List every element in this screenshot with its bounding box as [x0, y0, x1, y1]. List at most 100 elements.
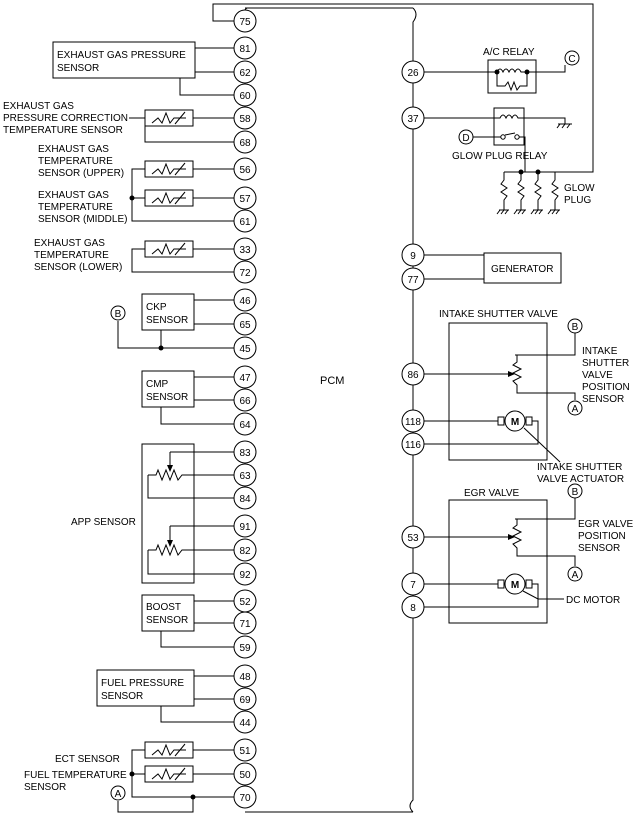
pin-45: 45 — [233, 336, 257, 360]
pin-82: 82 — [233, 538, 257, 562]
fuel-temperature-sensor: FUEL TEMPERATURE SENSOR A — [24, 749, 234, 813]
svg-text:INTAKE SHUTTER VALVE: INTAKE SHUTTER VALVE — [439, 309, 558, 320]
pin-75: 75 — [233, 9, 257, 33]
exhaust-gas-temperature-sensor-middle: EXHAUST GAS TEMPERATURE SENSOR (MIDDLE) — [38, 168, 234, 225]
svg-text:BOOST: BOOST — [146, 602, 181, 613]
svg-text:PRESSURE CORRECTION: PRESSURE CORRECTION — [3, 113, 128, 124]
pin-62: 62 — [233, 60, 257, 84]
svg-text:59: 59 — [239, 643, 251, 654]
svg-text:TEMPERATURE: TEMPERATURE — [34, 250, 109, 261]
connector-b-isv: B — [572, 322, 579, 333]
right-pin-column: 26 37 9 77 86 118 116 53 7 8 — [401, 60, 425, 619]
svg-text:52: 52 — [239, 597, 251, 608]
svg-text:37: 37 — [407, 114, 419, 125]
svg-text:45: 45 — [239, 344, 251, 355]
pin-60: 60 — [233, 83, 257, 107]
svg-text:SENSOR: SENSOR — [101, 691, 143, 702]
pin-75-loop-wire — [212, 3, 594, 173]
pin-81: 81 — [233, 36, 257, 60]
svg-text:26: 26 — [407, 68, 419, 79]
connector-a-left: A — [115, 789, 122, 800]
svg-text:FUEL PRESSURE: FUEL PRESSURE — [101, 678, 184, 689]
connector-a-isv: A — [572, 404, 579, 415]
pin-57: 57 — [233, 186, 257, 210]
svg-text:9: 9 — [410, 251, 416, 262]
pin-46: 46 — [233, 288, 257, 312]
svg-text:65: 65 — [239, 320, 251, 331]
svg-text:75: 75 — [239, 17, 251, 28]
pin-58: 58 — [233, 106, 257, 130]
svg-text:TEMPERATURE: TEMPERATURE — [38, 202, 113, 213]
pin-72: 72 — [233, 260, 257, 284]
pcm-label: PCM — [320, 375, 344, 387]
svg-text:7: 7 — [410, 580, 416, 591]
svg-text:44: 44 — [239, 718, 251, 729]
pin-61: 61 — [233, 209, 257, 233]
svg-text:51: 51 — [239, 746, 251, 757]
svg-text:SENSOR (MIDDLE): SENSOR (MIDDLE) — [38, 214, 127, 225]
svg-text:118: 118 — [405, 417, 421, 428]
svg-text:66: 66 — [239, 396, 251, 407]
pin-52: 52 — [233, 589, 257, 613]
svg-text:SENSOR: SENSOR — [582, 394, 624, 405]
svg-text:61: 61 — [239, 217, 251, 228]
ect-sensor: ECT SENSOR — [55, 741, 234, 765]
svg-text:8: 8 — [410, 603, 416, 614]
svg-text:SENSOR: SENSOR — [146, 615, 188, 626]
svg-text:60: 60 — [239, 91, 251, 102]
svg-text:TEMPERATURE: TEMPERATURE — [38, 156, 113, 167]
pin-51: 51 — [233, 738, 257, 762]
pin-7: 7 — [401, 572, 425, 596]
svg-text:EXHAUST GAS: EXHAUST GAS — [38, 144, 109, 155]
svg-text:63: 63 — [239, 471, 251, 482]
pin-47: 47 — [233, 365, 257, 389]
svg-text:GLOW PLUG RELAY: GLOW PLUG RELAY — [452, 151, 548, 162]
svg-text:DC MOTOR: DC MOTOR — [566, 595, 620, 606]
egr-motor: M — [511, 580, 519, 591]
svg-text:83: 83 — [239, 448, 251, 459]
svg-text:EGR VALVE: EGR VALVE — [578, 519, 634, 530]
svg-text:SENSOR (LOWER): SENSOR (LOWER) — [34, 262, 122, 273]
pcm-outline — [242, 7, 417, 813]
svg-text:53: 53 — [407, 533, 419, 544]
svg-text:VALVE ACTUATOR: VALVE ACTUATOR — [537, 474, 624, 485]
glow-plugs: GLOW PLUG — [496, 169, 595, 215]
ac-relay: A/C RELAY C — [424, 47, 580, 94]
exhaust-gas-pressure-sensor: EXHAUST GAS PRESSURE SENSOR — [52, 41, 234, 96]
svg-text:SENSOR: SENSOR — [578, 543, 620, 554]
pin-8: 8 — [401, 595, 425, 619]
fuel-pressure-sensor: FUEL PRESSURE SENSOR — [96, 669, 234, 723]
pin-91: 91 — [233, 514, 257, 538]
svg-text:72: 72 — [239, 268, 251, 279]
svg-text:SHUTTER: SHUTTER — [582, 358, 629, 369]
pin-48: 48 — [233, 664, 257, 688]
svg-text:116: 116 — [405, 440, 421, 451]
svg-text:VALVE: VALVE — [582, 370, 613, 381]
pin-92: 92 — [233, 562, 257, 586]
pin-71: 71 — [233, 611, 257, 635]
glow-plug-relay: D GLOW PLUG RELAY — [424, 107, 572, 172]
svg-text:SENSOR: SENSOR — [146, 392, 188, 403]
svg-text:INTAKE: INTAKE — [582, 346, 618, 357]
pin-116: 116 — [401, 432, 425, 456]
pin-86: 86 — [401, 362, 425, 386]
svg-text:INTAKE SHUTTER: INTAKE SHUTTER — [537, 462, 622, 473]
svg-text:EXHAUST GAS: EXHAUST GAS — [3, 101, 74, 112]
svg-text:SENSOR: SENSOR — [57, 63, 99, 74]
svg-text:TEMPERATURE SENSOR: TEMPERATURE SENSOR — [3, 125, 123, 136]
svg-text:CKP: CKP — [146, 302, 167, 313]
exhaust-gas-temperature-sensor-upper: EXHAUST GAS TEMPERATURE SENSOR (UPPER) — [38, 144, 234, 179]
pin-69: 69 — [233, 687, 257, 711]
svg-text:47: 47 — [239, 373, 251, 384]
svg-text:GENERATOR: GENERATOR — [491, 264, 553, 275]
svg-text:EXHAUST GAS: EXHAUST GAS — [34, 238, 105, 249]
exhaust-gas-pressure-correction-temperature-sensor: EXHAUST GAS PRESSURE CORRECTION TEMPERAT… — [3, 101, 234, 143]
svg-text:EGR VALVE: EGR VALVE — [464, 488, 520, 499]
cmp-sensor: CMP SENSOR — [141, 370, 234, 425]
svg-text:APP SENSOR: APP SENSOR — [71, 517, 136, 528]
svg-text:FUEL TEMPERATURE: FUEL TEMPERATURE — [24, 770, 127, 781]
pin-83: 83 — [233, 440, 257, 464]
svg-text:71: 71 — [239, 619, 251, 630]
pin-33: 33 — [233, 237, 257, 261]
